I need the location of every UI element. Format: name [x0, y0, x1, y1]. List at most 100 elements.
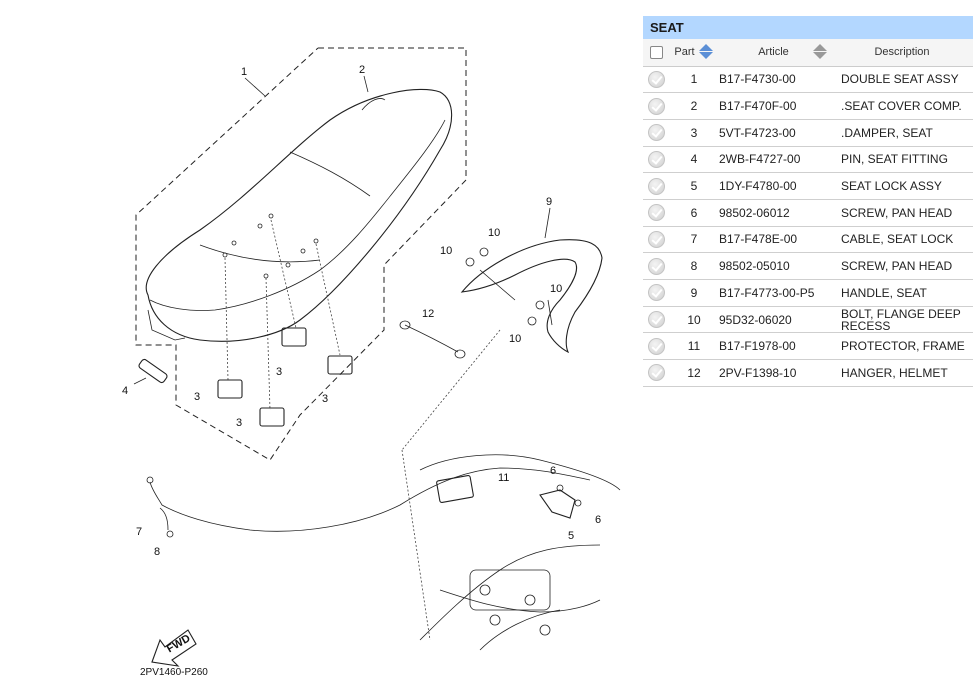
description-header-label: Description — [874, 46, 930, 59]
table-row[interactable]: 6 98502-06012 SCREW, PAN HEAD — [643, 199, 973, 227]
part-description: PROTECTOR, FRAME — [831, 332, 973, 361]
article-header-label: Article — [758, 46, 789, 59]
sort-icon[interactable] — [812, 44, 828, 60]
svg-text:9: 9 — [546, 196, 552, 208]
select-all-header — [643, 39, 669, 67]
check-circle-icon[interactable] — [647, 284, 665, 302]
part-number: 11 — [669, 332, 719, 361]
part-number: 6 — [669, 199, 719, 227]
check-circle-icon[interactable] — [647, 230, 665, 248]
table-row[interactable]: 7 B17-F478E-00 CABLE, SEAT LOCK — [643, 226, 973, 254]
article-number[interactable]: B17-F470F-00 — [719, 92, 831, 120]
row-select-cell[interactable] — [643, 359, 669, 387]
check-circle-icon[interactable] — [647, 257, 665, 275]
svg-text:10: 10 — [550, 283, 562, 295]
svg-text:1: 1 — [241, 66, 247, 78]
svg-text:6: 6 — [595, 514, 601, 526]
check-circle-icon[interactable] — [647, 204, 665, 222]
select-all-checkbox[interactable] — [649, 45, 663, 59]
parts-panel: SEAT Part Article Description 1 B17-F473… — [643, 16, 973, 387]
part-number: 7 — [669, 226, 719, 254]
check-circle-icon[interactable] — [647, 364, 665, 382]
parts-diagram: FWD 1 2 3 3 3 3 4 5 6 6 7 8 9 10 10 10 1… — [122, 47, 621, 678]
article-number[interactable]: B17-F478E-00 — [719, 226, 831, 254]
row-select-cell[interactable] — [643, 199, 669, 227]
check-circle-icon[interactable] — [647, 70, 665, 88]
table-row[interactable]: 10 95D32-06020 BOLT, FLANGE DEEP RECESS — [643, 306, 973, 334]
part-description: HANDLE, SEAT — [831, 279, 973, 307]
part-number: 8 — [669, 252, 719, 280]
article-number[interactable]: B17-F1978-00 — [719, 332, 831, 361]
table-row[interactable]: 5 1DY-F4780-00 SEAT LOCK ASSY — [643, 172, 973, 200]
part-column-header[interactable]: Part — [669, 39, 719, 67]
part-number: 2 — [669, 92, 719, 120]
part-number: 4 — [669, 146, 719, 174]
table-row[interactable]: 12 2PV-F1398-10 HANGER, HELMET — [643, 359, 973, 387]
article-column-header[interactable]: Article — [719, 39, 831, 67]
part-number: 1 — [669, 66, 719, 94]
article-number[interactable]: 98502-06012 — [719, 199, 831, 227]
row-select-cell[interactable] — [643, 172, 669, 200]
article-number[interactable]: 1DY-F4780-00 — [719, 172, 831, 200]
svg-text:12: 12 — [422, 308, 434, 320]
article-number[interactable]: 98502-05010 — [719, 252, 831, 280]
row-select-cell[interactable] — [643, 332, 669, 361]
svg-text:3: 3 — [322, 393, 328, 405]
row-select-cell[interactable] — [643, 92, 669, 120]
part-description: HANGER, HELMET — [831, 359, 973, 387]
parts-table: Part Article Description 1 B17-F4730-00 … — [643, 39, 973, 387]
part-number: 12 — [669, 359, 719, 387]
article-number[interactable]: 95D32-06020 — [719, 306, 831, 334]
fwd-arrow-icon: FWD — [151, 629, 197, 667]
svg-text:6: 6 — [550, 465, 556, 477]
article-number[interactable]: B17-F4730-00 — [719, 66, 831, 94]
part-number: 3 — [669, 119, 719, 147]
svg-text:10: 10 — [440, 245, 452, 257]
fwd-label: FWD — [165, 632, 193, 655]
article-number[interactable]: 2WB-F4727-00 — [719, 146, 831, 174]
article-number[interactable]: 5VT-F4723-00 — [719, 119, 831, 147]
part-description: DOUBLE SEAT ASSY — [831, 66, 973, 94]
check-circle-icon[interactable] — [647, 177, 665, 195]
part-description: SCREW, PAN HEAD — [831, 252, 973, 280]
article-number[interactable]: 2PV-F1398-10 — [719, 359, 831, 387]
svg-text:8: 8 — [154, 546, 160, 558]
diagram-code: 2PV1460-P260 — [140, 667, 208, 678]
table-row[interactable]: 9 B17-F4773-00-P5 HANDLE, SEAT — [643, 279, 973, 307]
exploded-view-drawing: FWD 1 2 3 3 3 3 4 5 6 6 7 8 9 10 10 10 1… — [122, 47, 621, 678]
part-description: CABLE, SEAT LOCK — [831, 226, 973, 254]
row-select-cell[interactable] — [643, 226, 669, 254]
check-circle-icon[interactable] — [647, 124, 665, 142]
table-row[interactable]: 1 B17-F4730-00 DOUBLE SEAT ASSY — [643, 66, 973, 94]
article-number[interactable]: B17-F4773-00-P5 — [719, 279, 831, 307]
table-header-row: Part Article Description — [643, 39, 973, 67]
table-row[interactable]: 2 B17-F470F-00 .SEAT COVER COMP. — [643, 92, 973, 120]
check-circle-icon[interactable] — [647, 150, 665, 168]
check-circle-icon[interactable] — [647, 311, 665, 329]
row-select-cell[interactable] — [643, 306, 669, 334]
table-row[interactable]: 4 2WB-F4727-00 PIN, SEAT FITTING — [643, 146, 973, 174]
part-description: SCREW, PAN HEAD — [831, 199, 973, 227]
part-number: 10 — [669, 306, 719, 334]
svg-text:2: 2 — [359, 64, 365, 76]
part-description: BOLT, FLANGE DEEP RECESS — [831, 306, 973, 334]
row-select-cell[interactable] — [643, 252, 669, 280]
sort-icon[interactable] — [698, 44, 714, 60]
row-select-cell[interactable] — [643, 279, 669, 307]
svg-text:10: 10 — [509, 333, 521, 345]
part-description: .DAMPER, SEAT — [831, 119, 973, 147]
row-select-cell[interactable] — [643, 119, 669, 147]
row-select-cell[interactable] — [643, 66, 669, 94]
check-circle-icon[interactable] — [647, 337, 665, 355]
part-number: 5 — [669, 172, 719, 200]
svg-text:3: 3 — [236, 417, 242, 429]
table-row[interactable]: 3 5VT-F4723-00 .DAMPER, SEAT — [643, 119, 973, 147]
part-header-label: Part — [674, 46, 695, 59]
svg-text:7: 7 — [136, 526, 142, 538]
table-row[interactable]: 8 98502-05010 SCREW, PAN HEAD — [643, 252, 973, 280]
check-circle-icon[interactable] — [647, 97, 665, 115]
table-row[interactable]: 11 B17-F1978-00 PROTECTOR, FRAME — [643, 332, 973, 361]
row-select-cell[interactable] — [643, 146, 669, 174]
part-number: 9 — [669, 279, 719, 307]
svg-text:11: 11 — [498, 472, 509, 484]
